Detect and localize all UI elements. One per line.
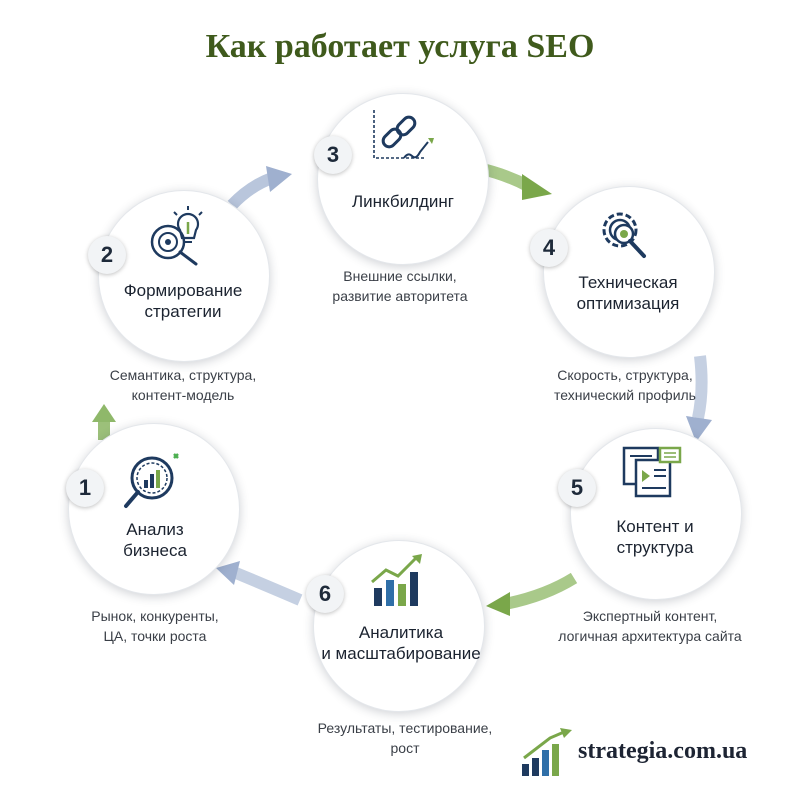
step-4-number: 4 [530,229,568,267]
step-6-circle [313,540,485,712]
arrow-2-to-3 [227,166,292,210]
brand-logo: strategia.com.ua [520,728,780,778]
arrow-6-to-1 [216,561,303,606]
step-2-circle [98,190,270,362]
step-5-number: 5 [558,469,596,507]
step-5-circle [570,428,742,600]
arrow-5-to-6 [486,572,578,616]
step-1-title: Анализ бизнеса [123,520,187,560]
step-1-number: 1 [66,469,104,507]
step-2-number: 2 [88,236,126,274]
documents-icon [622,446,682,498]
step-2-title: Формирование стратегии [123,281,243,321]
arrow-1-to-2 [92,404,116,440]
step-6-title: Аналитика и масштабирование [321,623,481,663]
step-4-circle [543,186,715,358]
step-6-number: 6 [306,575,344,613]
page-title: Как работает услуга SEO [205,28,595,65]
step-5-description: Экспертный контент, логичная архитектура… [558,608,742,644]
brand-name: strategia.com.ua [578,738,748,764]
step-5-title: Контент и структура [616,517,694,557]
step-3-description: Внешние ссылки, развитие авторитета [332,268,468,304]
step-3-title: Линкбилдинг [351,192,454,211]
bar-chart-arrow-logo-icon [522,728,572,776]
step-1-circle [68,423,240,595]
step-3-number: 3 [314,136,352,174]
arrow-3-to-4 [476,162,552,200]
growth-chart-icon [371,554,422,606]
step-2-description: Семантика, структура, контент-модель [109,367,257,403]
lightbulb-target-icon [150,206,203,266]
step-4-title: Техническая оптимизация [576,273,680,313]
arrow-4-to-5 [686,355,712,442]
chain-link-icon [373,110,434,159]
step-1-description: Рынок, конкуренты, ЦА, точки роста [91,608,219,644]
step-6-description: Результаты, тестирование, рост [317,720,493,756]
analytics-magnifier-icon [124,453,179,508]
gear-magnifier-icon [602,212,646,258]
step-4-description: Скорость, структура, технический профиль [554,367,696,403]
